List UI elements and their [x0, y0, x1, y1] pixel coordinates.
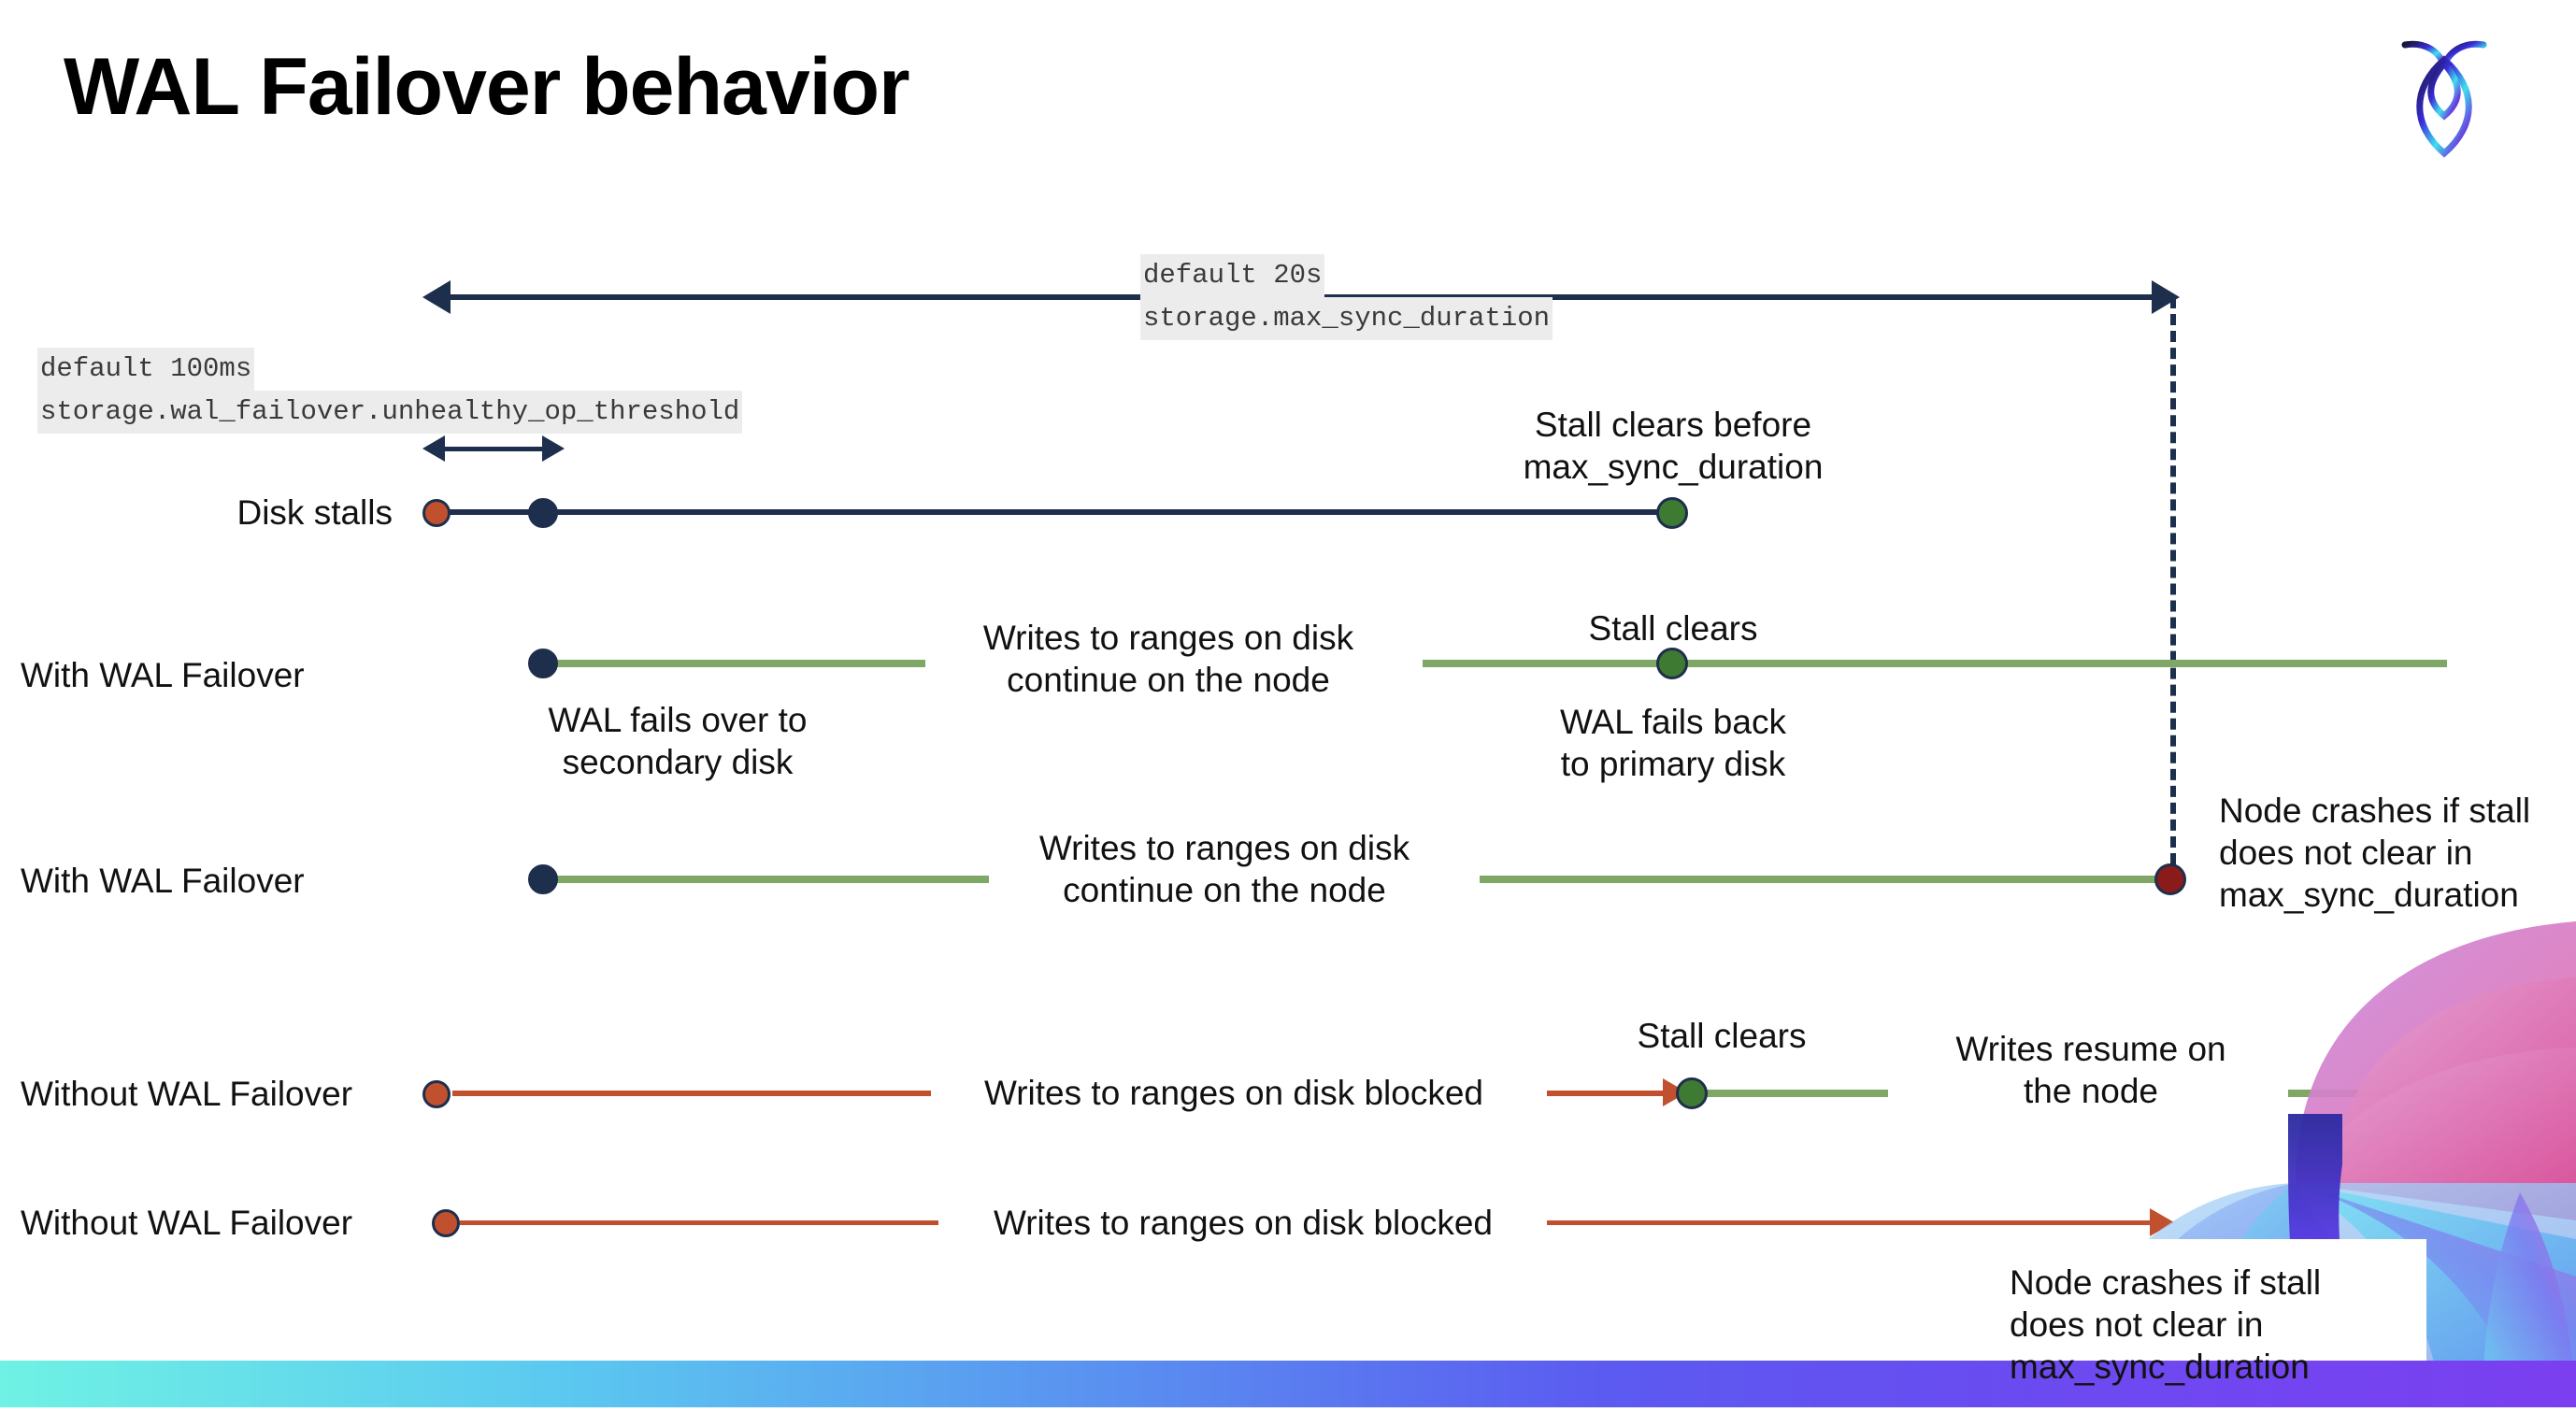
max-sync-default-value: default 20s [1140, 254, 1325, 298]
unhealthy-op-threshold-setting-label: default 100ms storage.wal_failover.unhea… [37, 348, 743, 435]
without-wal-failover-1-resume-line-b [2288, 1090, 2452, 1097]
with-wal-failover-1-line-b [1423, 660, 2447, 667]
max-sync-left-arrowhead [422, 280, 451, 314]
annotation-stall-clears-before: Stall clears before max_sync_duration [1523, 406, 1824, 487]
without-wal-failover-2-arrowhead [2150, 1208, 2174, 1236]
annotation-stall-clears-2: Stall clears [1588, 609, 1758, 648]
row-label-without-wal-failover-1: Without WAL Failover [21, 1075, 353, 1113]
annotation-node-crashes-1: Node crashes if stall does not clear in … [2219, 792, 2531, 915]
without-wal-failover-2-stall-dot [432, 1209, 460, 1237]
annotation-writes-continue-2: Writes to ranges on disk continue on the… [1038, 829, 1410, 910]
annotation-wal-fails-back: WAL fails back to primary disk [1560, 703, 1786, 784]
annotation-wal-fails-over: WAL fails over to secondary disk [548, 701, 808, 782]
bottom-gradient-bar [0, 1361, 2576, 1407]
disk-stalls-timeline-line [439, 509, 1673, 515]
cockroachdb-logo-icon [2393, 21, 2496, 161]
disk-stall-start-dot [422, 499, 451, 527]
annotation-writes-continue-1: Writes to ranges on disk continue on the… [982, 619, 1354, 700]
without-wal-failover-1-resume-line-a [1701, 1090, 1888, 1097]
unhealthy-threshold-span-line [439, 447, 555, 451]
without-wal-failover-1-stall-dot [422, 1080, 451, 1108]
unhealthy-setting-name: storage.wal_failover.unhealthy_op_thresh… [37, 391, 743, 435]
with-wal-failover-2-line-a [542, 876, 989, 883]
with-wal-failover-2-crash-dot [2154, 863, 2186, 895]
disk-stall-failover-dot [528, 498, 558, 528]
annotation-writes-resume: Writes resume on the node [1955, 1030, 2226, 1111]
max-sync-duration-setting-label: default 20s storage.max_sync_duration [1140, 254, 1553, 341]
unhealthy-default-value: default 100ms [37, 348, 255, 392]
unhealthy-right-arrowhead [542, 435, 565, 462]
without-wal-failover-1-blocked-line-a [452, 1091, 931, 1096]
without-wal-failover-2-blocked-line-a [460, 1220, 938, 1225]
with-wal-failover-2-failover-dot [528, 864, 558, 894]
row-label-disk-stalls: Disk stalls [236, 493, 393, 532]
with-wal-failover-2-line-b [1480, 876, 2178, 883]
without-wal-failover-1-clear-dot [1676, 1077, 1708, 1109]
row-label-without-wal-failover-2: Without WAL Failover [21, 1204, 353, 1242]
unhealthy-left-arrowhead [422, 435, 445, 462]
max-sync-deadline-dashed-line [2170, 297, 2176, 881]
annotation-writes-blocked-1: Writes to ranges on disk blocked [983, 1074, 1484, 1112]
with-wal-failover-1-failover-dot [528, 649, 558, 678]
without-wal-failover-2-blocked-line-b [1547, 1220, 2164, 1225]
annotation-node-crashes-2: Node crashes if stall does not clear in … [2010, 1263, 2322, 1387]
annotation-writes-blocked-2: Writes to ranges on disk blocked [993, 1204, 1494, 1242]
annotation-stall-clears-3: Stall clears [1637, 1017, 1807, 1055]
max-sync-setting-name: storage.max_sync_duration [1140, 297, 1553, 341]
with-wal-failover-1-line-a [542, 660, 925, 667]
row-label-with-wal-failover-2: With WAL Failover [21, 862, 305, 900]
without-wal-failover-1-blocked-line-b [1547, 1091, 1668, 1096]
with-wal-failover-1-clear-dot [1656, 648, 1688, 679]
disk-stall-clear-dot [1656, 497, 1688, 529]
page-title: WAL Failover behavior [64, 42, 910, 132]
row-label-with-wal-failover-1: With WAL Failover [21, 656, 305, 694]
